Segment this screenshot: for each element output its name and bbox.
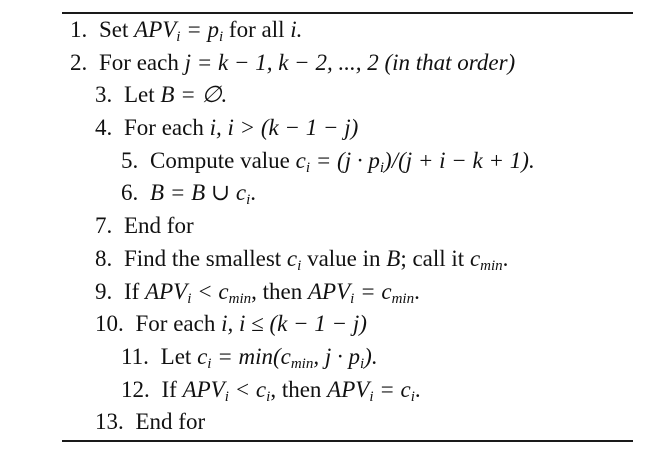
math-sub: i: [359, 355, 365, 372]
math-sub: min: [290, 355, 314, 372]
step-text: Let: [160, 343, 192, 369]
step-number: 7.: [95, 213, 113, 239]
math-var: i,: [209, 115, 222, 141]
math-sub: i: [207, 355, 212, 372]
step-text: .: [502, 245, 509, 271]
step-text: for all: [228, 17, 285, 42]
math-var: c: [286, 245, 298, 271]
step-text: Let: [124, 82, 155, 108]
step-5: 5. Compute value ci = (j · pi)/(j + i − …: [0, 145, 652, 178]
math-sub: i: [297, 257, 302, 274]
step-text: .: [414, 376, 421, 402]
math-expr: ).: [364, 343, 378, 369]
bottom-rule: [62, 440, 633, 442]
math-expr: < c: [234, 376, 267, 402]
math-var: APV: [134, 17, 177, 42]
math-var: APV: [182, 376, 225, 402]
math-expr: = p: [186, 17, 219, 42]
step-number: 1.: [70, 17, 88, 42]
step-text: For each: [135, 311, 216, 337]
math-var: c: [295, 147, 306, 173]
step-8: 8. Find the smallest ci value in B; call…: [0, 243, 652, 276]
step-number: 8.: [95, 245, 113, 271]
math-sub: min: [391, 290, 415, 307]
math-var: B: [160, 82, 175, 108]
step-text: End for: [124, 213, 194, 239]
step-text: For each: [99, 49, 179, 75]
math-sub: i: [410, 388, 415, 405]
math-sub: i: [379, 159, 385, 176]
math-var: B: [150, 180, 165, 206]
math-expr: , j · p: [313, 343, 360, 369]
step-text: If: [124, 278, 140, 304]
math-var: APV: [327, 376, 370, 402]
math-var: i.: [290, 17, 303, 42]
math-expr: = B ∪ c: [169, 180, 247, 206]
math-sub: i: [176, 29, 181, 45]
step-number: 5.: [121, 147, 139, 173]
step-text: If: [161, 376, 177, 402]
step-13: 13. End for: [0, 406, 652, 439]
math-expr: < c: [197, 278, 229, 304]
step-number: 2.: [70, 49, 88, 75]
math-expr: = (j · p: [315, 147, 380, 173]
step-2: 2. For each j = k − 1, k − 2, ..., 2 (in…: [0, 47, 652, 80]
math-sub: i: [305, 159, 311, 176]
math-sub: i: [246, 192, 251, 209]
math-sub: i: [187, 290, 192, 307]
step-text: , then: [251, 278, 303, 304]
step-9: 9. If APVi < cmin, then APVi = cmin.: [0, 276, 652, 309]
step-text: , then: [270, 376, 322, 402]
math-var: APV: [145, 278, 188, 304]
step-4: 4. For each i, i > (k − 1 − j): [0, 112, 652, 145]
step-11: 11. Let ci = min(cmin, j · pi).: [0, 341, 652, 374]
math-expr: )/(j + i − k + 1).: [384, 147, 535, 173]
math-sub: i: [219, 29, 224, 45]
math-sub: min: [228, 290, 252, 307]
math-sub: min: [480, 257, 503, 274]
math-expr: = c: [379, 376, 411, 402]
math-expr: = c: [360, 278, 392, 304]
math-sub: i: [224, 388, 229, 405]
step-text: For each: [124, 115, 204, 141]
step-7: 7. End for: [0, 210, 652, 243]
step-text: ; call it: [400, 245, 465, 271]
step-number: 4.: [95, 115, 113, 141]
step-6: 6. B = B ∪ ci.: [0, 177, 652, 210]
math-sub: i: [369, 388, 374, 405]
math-var: APV: [308, 278, 351, 304]
step-text: Compute value: [150, 147, 290, 173]
step-number: 10.: [95, 311, 124, 337]
step-number: 9.: [95, 278, 113, 304]
step-text: value in: [307, 245, 381, 271]
math-sub: i: [350, 290, 355, 307]
math-var: j: [184, 49, 191, 75]
math-var: B: [386, 245, 401, 271]
math-expr: = min(c: [217, 343, 291, 369]
math-expr: i ≤ (k − 1 − j): [238, 311, 367, 337]
step-text: .: [414, 278, 420, 304]
math-var: i,: [221, 311, 234, 337]
step-12: 12. If APVi < ci, then APVi = ci.: [0, 374, 652, 407]
step-number: 6.: [121, 180, 139, 206]
math-sub: i: [266, 388, 271, 405]
math-var: c: [469, 245, 481, 271]
step-10: 10. For each i, i ≤ (k − 1 − j): [0, 308, 652, 341]
step-text: End for: [135, 409, 206, 435]
step-number: 13.: [95, 409, 124, 435]
step-3: 3. Let B = ∅.: [0, 79, 652, 112]
step-text: .: [250, 180, 257, 206]
algorithm-block: 1. Set APVi = pi for all i. 2. For each …: [0, 14, 652, 439]
math-expr: = k − 1, k − 2, ..., 2 (in that order): [196, 49, 516, 75]
step-number: 3.: [95, 82, 113, 108]
top-rule: [62, 12, 633, 14]
step-text: Set: [99, 17, 129, 42]
math-expr: i > (k − 1 − j): [227, 115, 359, 141]
step-1: 1. Set APVi = pi for all i.: [0, 14, 652, 47]
step-number: 11.: [121, 343, 149, 369]
step-number: 12.: [121, 376, 150, 402]
math-expr: = ∅.: [180, 82, 228, 108]
math-var: c: [197, 343, 208, 369]
step-text: Find the smallest: [124, 245, 282, 271]
